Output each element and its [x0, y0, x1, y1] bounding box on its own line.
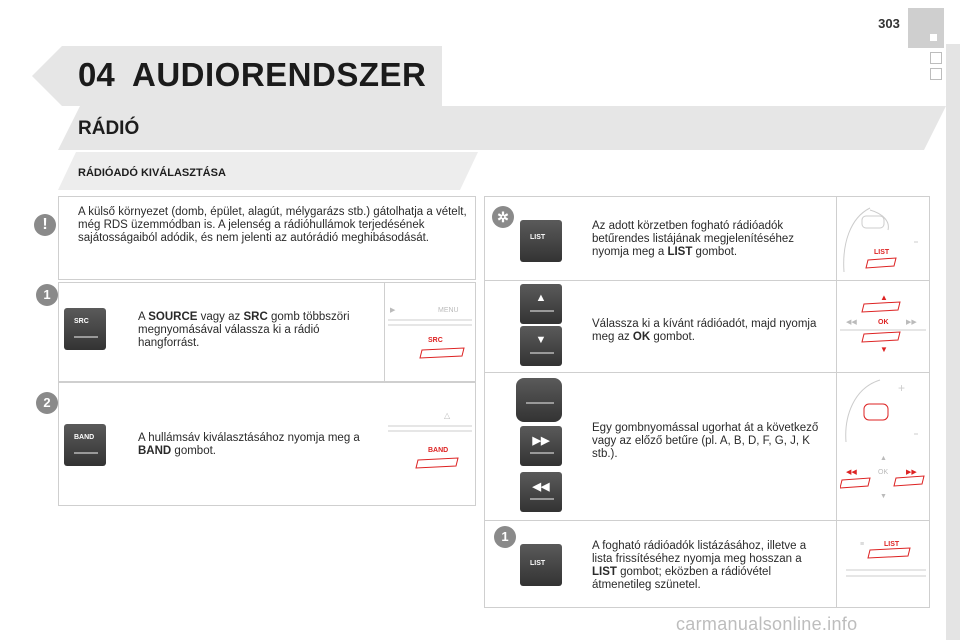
src-label: SRC	[428, 337, 443, 344]
chapter-number: 04	[78, 56, 115, 93]
wheel-button-image	[516, 378, 562, 422]
tip-text: Az adott körzetben fogható rádióadók bet…	[592, 220, 795, 258]
ok-label: OK	[878, 469, 888, 476]
chapter-header: 04 AUDIORENDSZER	[32, 46, 442, 106]
step2-badge: 2	[36, 392, 58, 414]
step1-text: A SOURCE vagy az SRC gomb többszöri megn…	[138, 311, 350, 349]
watermark: carmanualsonline.info	[676, 614, 858, 634]
svg-text:▼: ▼	[880, 493, 887, 500]
refresh-text: A fogható rádióadók listázásához, illetv…	[592, 540, 807, 591]
letter-jump-text: Egy gombnyomással ugorhat át a következő…	[592, 422, 819, 460]
step2-box	[58, 382, 476, 506]
svg-text:▼: ▼	[880, 345, 888, 354]
wheel-drawing: +	[840, 376, 926, 446]
gear-icon: ✲	[492, 206, 514, 228]
select-text: Válassza ki a kívánt rádióadót, majd nyo…	[592, 318, 817, 343]
list-button-image: LIST	[520, 220, 562, 262]
page-number: 303	[878, 16, 900, 31]
list-button-image: LIST	[520, 544, 562, 586]
svg-text:▶: ▶	[390, 307, 396, 314]
warning-box	[58, 196, 476, 280]
seek-panel-drawing: ▲ ◀◀ OK ▶▶ ▼	[840, 450, 926, 504]
band-panel-drawing: △ BAND	[388, 406, 472, 478]
step1-badge: 1	[36, 284, 58, 306]
list-wheel-drawing: LIST	[840, 204, 926, 274]
step1-box	[58, 282, 476, 382]
src-panel-drawing: ▶ MENU SRC	[388, 300, 472, 372]
svg-text:▲: ▲	[880, 455, 887, 462]
svg-text:▶▶: ▶▶	[906, 319, 917, 326]
ok-panel-drawing: ▲ ◀◀ OK ▶▶ ▼	[840, 288, 926, 366]
down-button-image: ▼	[520, 326, 562, 366]
page-side-strip	[946, 44, 960, 640]
subsection-title: RÁDIÓADÓ KIVÁLASZTÁSA	[78, 167, 226, 179]
fast-forward-button-image: ▶▶	[520, 426, 562, 466]
refresh-badge: 1	[494, 526, 516, 548]
rewind-button-image: ◀◀	[520, 472, 562, 512]
up-button-image: ▲	[520, 284, 562, 324]
svg-text:◀◀: ◀◀	[846, 319, 857, 326]
svg-text:▶▶: ▶▶	[906, 469, 917, 476]
band-label: BAND	[428, 447, 448, 454]
step2-text: A hullámsáv kiválasztásához nyomja meg a…	[138, 432, 360, 457]
svg-text:◀◀: ◀◀	[846, 469, 857, 476]
chapter-title: AUDIORENDSZER	[132, 56, 427, 93]
subsection-bar	[58, 152, 478, 190]
svg-text:▲: ▲	[880, 293, 888, 302]
warning-icon: !	[34, 214, 56, 236]
svg-text:≡: ≡	[860, 541, 864, 548]
svg-text:+: +	[898, 381, 905, 395]
list-panel-drawing: ≡ LIST	[840, 530, 926, 600]
section-bar	[58, 106, 946, 150]
src-button-image: SRC	[64, 308, 106, 350]
nav-box-icon[interactable]	[930, 52, 942, 64]
nav-box-icon[interactable]	[930, 68, 942, 80]
corner-tab	[908, 8, 944, 48]
svg-text:△: △	[444, 411, 451, 420]
menu-label: MENU	[438, 307, 459, 314]
section-title: RÁDIÓ	[78, 118, 140, 139]
ok-label: OK	[878, 319, 889, 326]
warning-text: A külső környezet (domb, épület, alagút,…	[78, 206, 467, 244]
band-button-image: BAND	[64, 424, 106, 466]
list-label: LIST	[874, 249, 890, 256]
list-label: LIST	[884, 541, 900, 548]
